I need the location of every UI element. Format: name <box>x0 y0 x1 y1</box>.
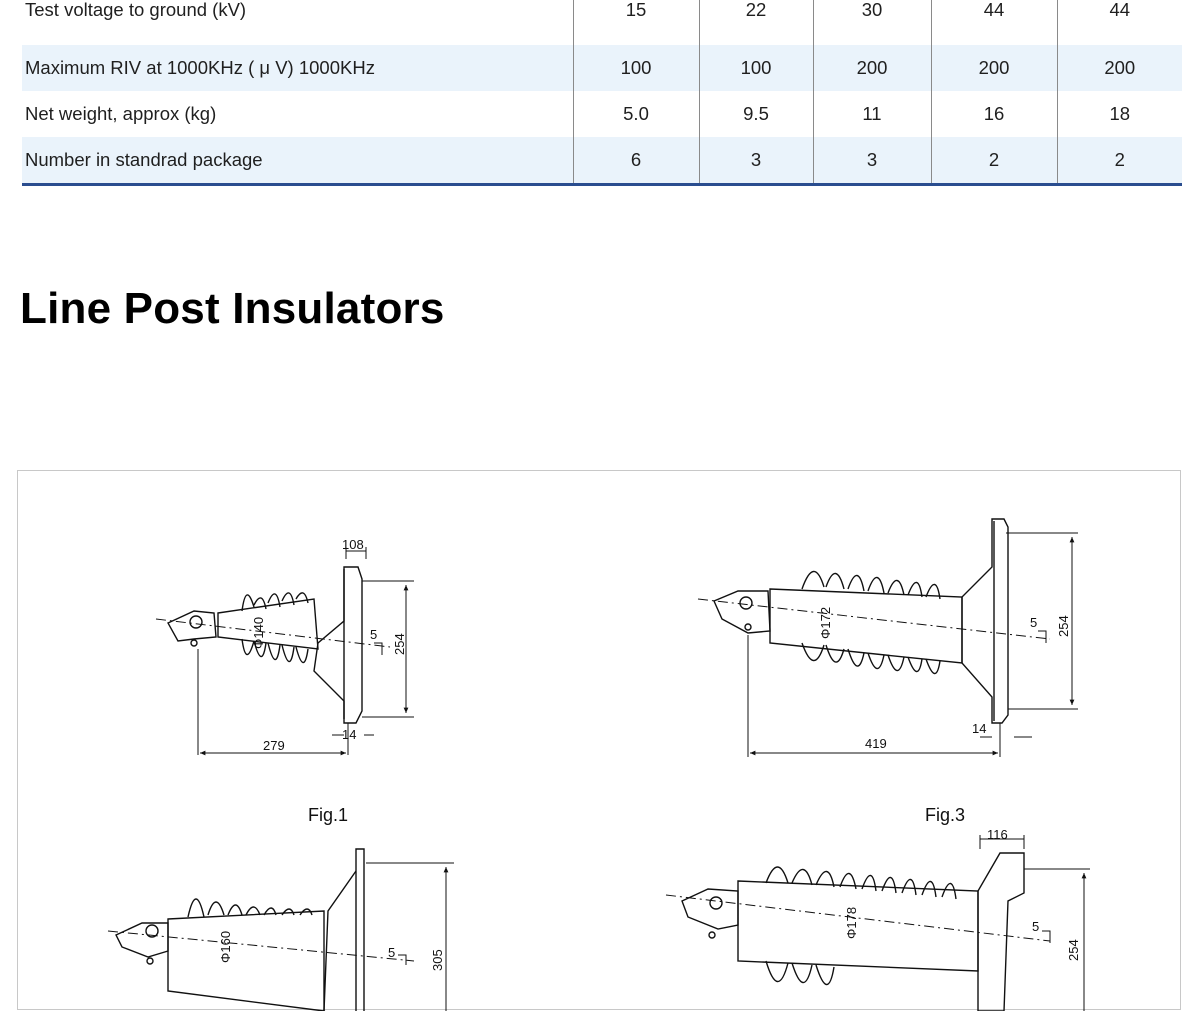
table-row: Test voltage to ground (kV) 15 22 30 44 … <box>22 0 1182 45</box>
insulator-drawings: 108 Φ140 5 254 279 14 Fig.1 <box>107 518 1090 1011</box>
fig1-dim-top: 108 <box>342 537 364 552</box>
section-title: Line Post Insulators <box>20 284 445 333</box>
table-cell: 100 <box>572 45 699 91</box>
fig2-dim-tilt: 5 <box>388 945 395 960</box>
fig4-dims: 116 Φ178 5 254 <box>844 827 1081 961</box>
fig2-dim-diameter: Φ160 <box>218 931 233 963</box>
table-cell: 3 <box>812 137 931 185</box>
spec-table: Test voltage to ground (kV) 15 22 30 44 … <box>22 0 1182 186</box>
fig2-drawing <box>107 848 454 1011</box>
param-label: Test voltage to ground (kV) <box>25 0 247 20</box>
table-cell: 200 <box>1056 45 1182 91</box>
fig3-dim-base: 14 <box>972 721 986 736</box>
table-cell: 2 <box>1056 137 1182 185</box>
table-cell: 6 <box>572 137 699 185</box>
fig3-sheds <box>801 570 941 675</box>
table-row: Number in standrad package 6 3 3 2 2 <box>22 137 1182 185</box>
fig3-dim-length: 419 <box>865 736 887 751</box>
fig1-dim-length: 279 <box>263 738 285 753</box>
table-cell: 11 <box>812 91 931 137</box>
fig1-dim-height: 254 <box>392 633 407 655</box>
table-cell: 3 <box>698 137 813 185</box>
table-cell: 44 <box>930 0 1057 45</box>
table-row: Maximum RIV at 1000KHz ( μ V) 1000KHz 10… <box>22 45 1182 91</box>
param-label: Number in standrad package <box>22 137 573 185</box>
table-cell: 22 <box>698 0 813 45</box>
fig4-dim-height: 254 <box>1066 939 1081 961</box>
fig4-drawing <box>665 835 1090 1011</box>
fig3-drawing <box>697 518 1078 757</box>
table-cell: 15 <box>572 0 699 45</box>
fig4-sheds <box>765 866 957 986</box>
fig1-dims: 108 Φ140 5 254 279 14 <box>251 537 407 753</box>
table-cell: 30 <box>812 0 931 45</box>
fig4-dim-diameter: Φ178 <box>844 907 859 939</box>
fig2-dim-height: 305 <box>430 949 445 971</box>
table-cell: 9.5 <box>698 91 813 137</box>
fig4-dim-tilt: 5 <box>1032 919 1039 934</box>
table-cell: 18 <box>1056 91 1182 137</box>
fig1-dim-tilt: 5 <box>370 627 377 642</box>
figure-panel: 108 Φ140 5 254 279 14 Fig.1 <box>17 470 1181 1011</box>
fig2-dims: Φ160 5 305 <box>218 931 445 971</box>
fig1-drawing <box>155 547 414 756</box>
table-cell: 44 <box>1056 0 1182 45</box>
fig1-dim-base: 14 <box>342 727 356 742</box>
param-label: Maximum RIV at 1000KHz ( μ V) 1000KHz <box>22 45 573 91</box>
fig1-caption: Fig.1 <box>308 805 348 825</box>
fig1-dim-diameter: Φ140 <box>251 617 266 649</box>
table-cell: 2 <box>930 137 1057 185</box>
table-row: Net weight, approx (kg) 5.0 9.5 11 16 18 <box>22 91 1182 137</box>
param-label: Net weight, approx (kg) <box>25 103 217 124</box>
fig1-sheds <box>241 592 309 664</box>
fig3-dim-diameter: Φ172 <box>818 607 833 639</box>
fig4-dim-top: 116 <box>987 827 1008 842</box>
fig3-dim-height: 254 <box>1056 615 1071 637</box>
fig3-dims: Φ172 5 254 14 419 <box>818 607 1071 751</box>
fig3-caption: Fig.3 <box>925 805 965 825</box>
table-cell: 16 <box>930 91 1057 137</box>
fig2-sheds <box>187 898 313 918</box>
table-cell: 5.0 <box>572 91 699 137</box>
table-cell: 100 <box>698 45 813 91</box>
fig3-dim-tilt: 5 <box>1030 615 1037 630</box>
table-cell: 200 <box>930 45 1057 91</box>
table-cell: 200 <box>812 45 931 91</box>
